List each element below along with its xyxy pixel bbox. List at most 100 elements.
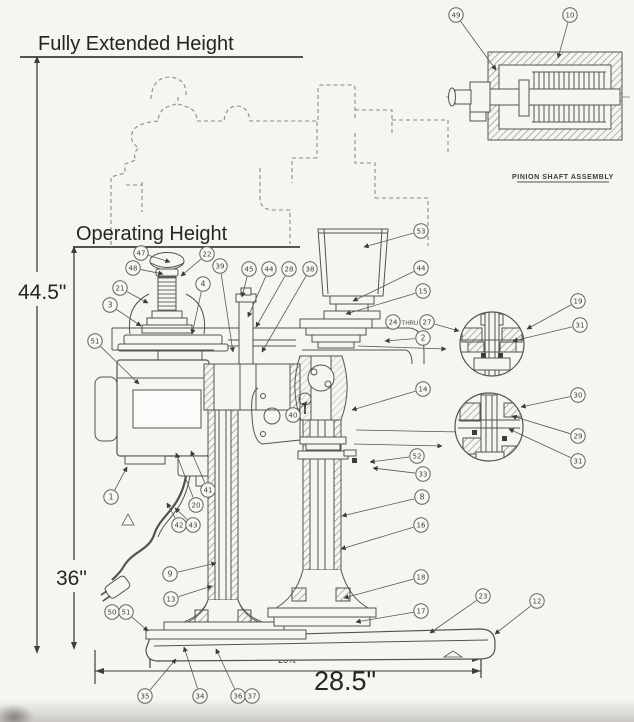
callout-19: 19 <box>526 293 586 330</box>
callout-16: 16 <box>340 517 429 551</box>
detail-circle-bottom <box>454 392 524 462</box>
base-depth-value: 28.5" <box>314 666 376 696</box>
inset-caption: PINION SHAFT ASSEMBLY <box>512 174 614 181</box>
svg-text:48: 48 <box>129 265 138 273</box>
svg-text:37: 37 <box>248 693 257 701</box>
svg-text:9: 9 <box>168 570 173 579</box>
svg-text:2: 2 <box>421 334 426 343</box>
callout-50: 50 <box>104 604 120 620</box>
svg-text:34: 34 <box>196 693 205 701</box>
callout-15: 15 <box>345 283 431 316</box>
callout-23: 23 <box>429 588 491 634</box>
callout-27: 27 <box>419 314 460 333</box>
callout-44: 44 <box>352 260 429 302</box>
svg-text:15: 15 <box>419 288 428 296</box>
svg-text:28: 28 <box>285 266 294 274</box>
callout-3: 3 <box>102 297 142 327</box>
callout-45: 45 <box>240 261 257 298</box>
callout-4: 4 <box>190 276 211 335</box>
svg-text:44: 44 <box>417 265 426 273</box>
callout-34: 34 <box>182 646 208 704</box>
plug <box>100 575 131 602</box>
svg-text:23: 23 <box>479 593 488 601</box>
callout-2: 2 <box>384 330 431 346</box>
base <box>145 628 496 662</box>
callout-51: 51 <box>118 604 149 632</box>
svg-text:27: 27 <box>423 319 432 327</box>
svg-text:4: 4 <box>201 280 206 289</box>
svg-text:36: 36 <box>234 693 243 701</box>
agitator-cup <box>299 228 389 349</box>
svg-text:35: 35 <box>141 693 150 701</box>
callout-8: 8 <box>341 489 430 518</box>
callout-28: 28 <box>255 261 297 328</box>
svg-text:21: 21 <box>116 285 125 293</box>
callout-20: 20 <box>175 452 204 513</box>
svg-text:8: 8 <box>420 493 425 502</box>
svg-text:53: 53 <box>417 228 426 236</box>
detail-circle-top <box>459 311 525 377</box>
svg-text:49: 49 <box>452 12 461 20</box>
callout-40: 40 <box>285 401 308 423</box>
callout-35: 35 <box>137 658 177 704</box>
callout-9: 9 <box>162 561 217 582</box>
svg-text:42: 42 <box>175 522 184 530</box>
rear-column <box>267 355 377 627</box>
svg-text:50: 50 <box>108 609 117 617</box>
callout-51: 51 <box>87 333 140 385</box>
callout-10: 10 <box>556 7 578 59</box>
callout-30: 30 <box>520 387 586 409</box>
warning-triangle-icon <box>121 512 135 526</box>
fully-extended-height-label: Fully Extended Height <box>38 33 234 55</box>
callout-41: 41 <box>190 450 216 498</box>
svg-text:16: 16 <box>417 522 426 530</box>
callout-44: 44 <box>247 261 277 318</box>
callout-52: 52 <box>369 448 425 464</box>
operating-height-label: Operating Height <box>76 223 228 245</box>
callout-31: 31 <box>512 317 588 343</box>
callout-47: 47 <box>133 245 171 264</box>
svg-text:45: 45 <box>245 266 254 274</box>
svg-text:30: 30 <box>574 392 583 400</box>
svg-text:29: 29 <box>574 433 583 441</box>
svg-text:52: 52 <box>413 453 422 461</box>
svg-text:44: 44 <box>265 266 274 274</box>
callout-33: 33 <box>372 465 431 482</box>
callout-12: 12 <box>494 593 545 635</box>
callout-17: 17 <box>355 603 429 624</box>
operating-height-value: 36" <box>56 567 87 590</box>
drive-arm <box>111 287 425 365</box>
svg-text:24: 24 <box>389 319 398 327</box>
motor-nameplate <box>132 389 202 429</box>
svg-text:12: 12 <box>533 598 542 606</box>
svg-text:3: 3 <box>108 301 113 310</box>
phantom-extended-outline <box>110 76 449 247</box>
svg-text:47: 47 <box>137 250 146 258</box>
svg-text:14: 14 <box>419 386 428 394</box>
overall-height-value: 44.5" <box>18 281 66 304</box>
callout-49: 49 <box>448 7 497 71</box>
callout-21: 21 <box>112 280 149 304</box>
svg-text:38: 38 <box>306 266 315 274</box>
callout-31: 31 <box>508 428 586 469</box>
svg-text:18: 18 <box>417 574 426 582</box>
svg-text:1: 1 <box>109 493 114 502</box>
callout-43: 43 <box>174 507 201 533</box>
callout-13: 13 <box>163 584 213 607</box>
callout-37: 37 <box>244 688 260 704</box>
svg-text:31: 31 <box>574 458 583 466</box>
svg-text:51: 51 <box>122 609 131 617</box>
svg-text:10: 10 <box>566 12 575 20</box>
callout-29: 29 <box>511 414 586 444</box>
callout-24: 24 <box>385 314 401 330</box>
svg-text:51: 51 <box>91 338 100 346</box>
detail-view-leaders <box>353 345 463 449</box>
svg-text:40: 40 <box>289 412 298 420</box>
svg-text:19: 19 <box>574 298 583 306</box>
callout-39: 39 <box>212 258 235 353</box>
svg-text:41: 41 <box>204 487 213 495</box>
callout-53: 53 <box>363 223 429 249</box>
